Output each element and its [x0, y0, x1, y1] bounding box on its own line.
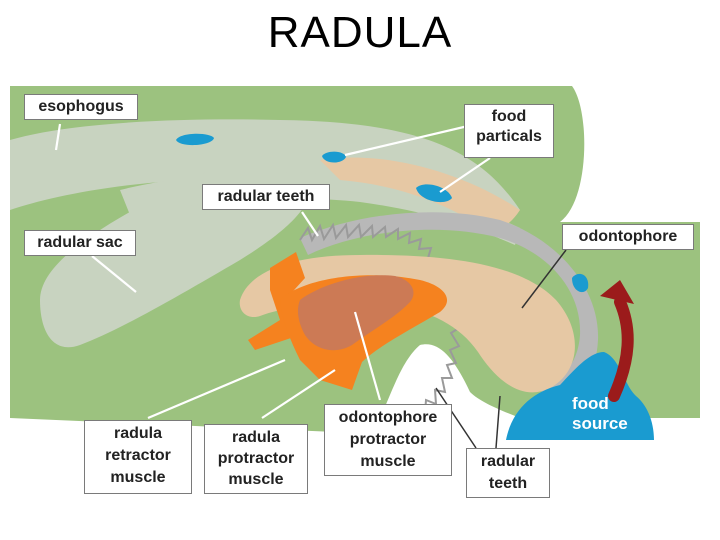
label-esophogus: esophogus	[24, 94, 138, 120]
label-odontophore: odontophore	[562, 224, 694, 250]
leader-food-particals-1	[344, 124, 469, 157]
page-title: RADULA	[267, 8, 453, 57]
leader-odontophore	[521, 249, 567, 309]
label-radular-teeth-top: radular teeth	[202, 184, 330, 210]
label-radula-retractor-muscle: radula retractor muscle	[84, 420, 192, 494]
leader-lines	[54, 123, 491, 420]
leader-radular-teeth-bottom-2	[495, 395, 501, 449]
food-band	[320, 157, 520, 232]
label-radular-sac: radular sac	[24, 230, 136, 256]
red-arrow	[608, 296, 634, 402]
leader-odontophore-protractor	[353, 311, 382, 401]
label-food-source: food source	[572, 394, 628, 433]
leader-radular-sac	[91, 255, 137, 293]
label-radular-teeth-bottom: radular teeth	[466, 448, 550, 498]
leader-radular-teeth-bottom-1	[435, 387, 477, 449]
food-particle-1	[176, 133, 214, 146]
food-particle-2	[322, 151, 346, 163]
leader-lines-dark	[435, 249, 567, 449]
leader-food-particals-2	[439, 157, 491, 193]
red-arrow-head	[600, 280, 634, 304]
label-food-particals: food particals	[464, 104, 554, 158]
food-particle-4	[572, 273, 589, 293]
leader-radula-protractor	[261, 369, 336, 419]
label-odontophore-protractor-muscle: odontophore protractor muscle	[324, 404, 452, 476]
leader-radula-retractor	[147, 358, 286, 420]
leader-esophogus	[54, 123, 62, 151]
label-radula-protractor-muscle: radula protractor muscle	[204, 424, 308, 494]
leader-radular-teeth-top	[301, 211, 319, 237]
